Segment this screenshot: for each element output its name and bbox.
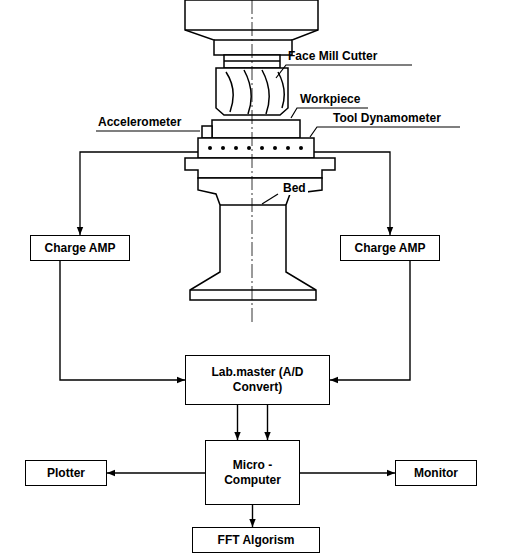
- box-text: Plotter: [47, 466, 85, 481]
- leader-line: [262, 194, 278, 204]
- machine-table: [185, 158, 335, 178]
- box-text: Lab.master (A/D Convert): [192, 365, 323, 395]
- process-box: Lab.master (A/D Convert): [185, 355, 330, 405]
- leader-line: [96, 130, 200, 131]
- leader-line: [276, 65, 412, 78]
- part-label: Accelerometer: [98, 115, 181, 129]
- part-label: Bed: [281, 181, 308, 195]
- spindle-detail: [185, 29, 318, 31]
- process-box: Charge AMP: [30, 235, 130, 261]
- signal-arrow: [107, 472, 205, 473]
- signal-arrow: [330, 261, 410, 380]
- signal-wire: [80, 152, 198, 235]
- workpiece: [212, 120, 300, 138]
- tool-dynamometer: [198, 138, 314, 158]
- dynamometer-bolts: [208, 146, 303, 150]
- process-box: Micro - Computer: [205, 440, 300, 505]
- centre-line: [252, 0, 253, 325]
- process-box: Monitor: [395, 460, 477, 486]
- box-text: FFT Algorism: [218, 533, 295, 548]
- part-label: Face Mill Cutter: [288, 49, 377, 63]
- bed-detail: [220, 204, 286, 206]
- part-label: Workpiece: [300, 92, 360, 106]
- signal-arrow: [300, 472, 395, 473]
- cutter-flutes: [226, 70, 284, 114]
- signal-arrow: [252, 505, 253, 527]
- signal-arrow: [60, 261, 185, 380]
- accelerometer: [202, 126, 212, 138]
- process-box: FFT Algorism: [192, 527, 320, 553]
- signal-arrow: [237, 405, 238, 440]
- spindle-head: [185, 0, 318, 55]
- box-text: Charge AMP: [355, 241, 426, 256]
- box-text: Monitor: [414, 466, 458, 481]
- signal-arrow: [267, 405, 268, 440]
- process-box: Plotter: [25, 460, 107, 486]
- part-label: Tool Dynamometer: [333, 111, 441, 125]
- box-text: Micro - Computer: [212, 458, 293, 488]
- machine-bed: [190, 178, 322, 300]
- spindle-detail: [214, 39, 292, 41]
- bed-detail: [190, 289, 316, 291]
- process-box: Charge AMP: [340, 235, 440, 261]
- signal-wire: [314, 152, 390, 235]
- leader-line: [310, 127, 460, 137]
- box-text: Charge AMP: [45, 241, 116, 256]
